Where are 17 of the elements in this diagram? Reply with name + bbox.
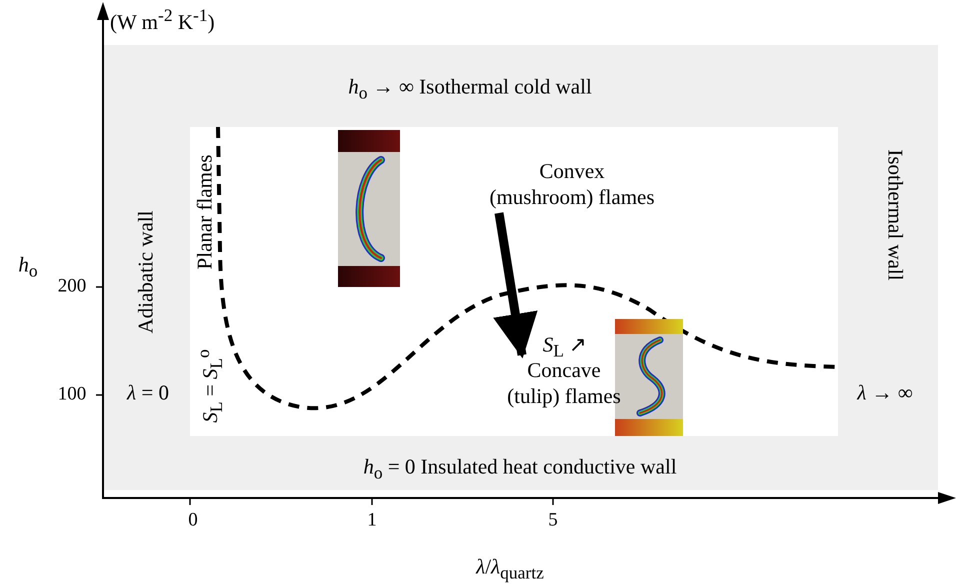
regime-label: Planar flames xyxy=(193,154,217,270)
regime-label: Convex (mushroom) flames xyxy=(487,158,657,210)
axis-title: h$_{o}$ xyxy=(18,253,38,281)
tick-label: 5 xyxy=(548,510,558,532)
tick-label: 0 xyxy=(188,510,198,532)
arrow xyxy=(493,212,538,359)
wall-condition-label: Adiabatic wall xyxy=(134,210,158,334)
wall-condition-label: h$_{o}$ = 0 Insulated heat conductive wall xyxy=(363,455,677,483)
limit-label: λ = 0 xyxy=(127,381,169,405)
limit-label: λ → ∞ xyxy=(857,381,913,405)
tick-label: 1 xyxy=(367,510,377,532)
wall-condition-label: Isothermal wall xyxy=(883,149,907,281)
wall-condition-label: h$_{o}$ → ∞ Isothermal cold wall xyxy=(348,75,592,103)
axis-title: λ/λ$_{quartz}$ xyxy=(476,555,544,583)
axis-unit: (W m$^{-2}$ K$^{-1}$) xyxy=(110,6,215,34)
tick-label: 100 xyxy=(58,384,86,406)
tick-label: 200 xyxy=(58,276,86,298)
